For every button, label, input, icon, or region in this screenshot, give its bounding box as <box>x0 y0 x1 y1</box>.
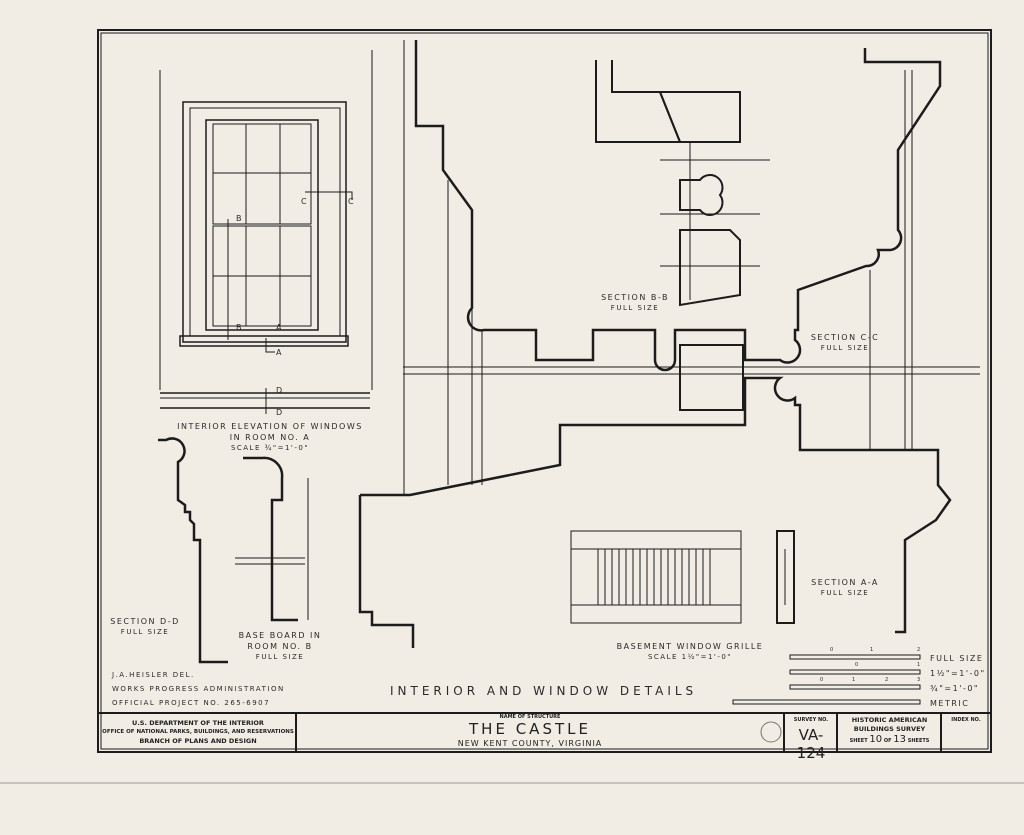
label-title: BASE BOARD IN <box>238 631 322 640</box>
marker-b: B <box>236 323 243 332</box>
basement-grille <box>570 530 795 624</box>
section-aa-label: SECTION A-A FULL SIZE <box>800 577 890 599</box>
structure-name-label: NAME OF STRUCTURE <box>499 714 561 720</box>
credit-line: OFFICIAL PROJECT NO. 265-6907 <box>112 699 271 707</box>
scale-tick: 1 <box>917 662 922 668</box>
scale-label: 1½"=1'-0" <box>930 669 986 678</box>
sheet-total: 13 <box>893 734 907 745</box>
agency-block: U.S. DEPARTMENT OF THE INTERIOR OFFICE O… <box>100 719 296 746</box>
marker-c: C <box>301 197 309 206</box>
label-title: SECTION C-C <box>810 333 880 342</box>
window-elevation-label: INTERIOR ELEVATION OF WINDOWS IN ROOM NO… <box>170 421 370 454</box>
sheet-border <box>97 29 992 753</box>
sheet-no: 10 <box>869 734 883 745</box>
scale-tick: 0 <box>820 677 825 683</box>
grille-label: BASEMENT WINDOW GRILLE SCALE 1½"=1'-0" <box>610 641 770 663</box>
index-no-label: INDEX NO. <box>951 717 981 723</box>
label-title: BASEMENT WINDOW GRILLE <box>616 642 764 651</box>
label-line: IN ROOM NO. A <box>229 433 311 442</box>
label-title: SECTION D-D <box>110 617 180 626</box>
agency-line: BRANCH OF PLANS AND DESIGN <box>139 737 257 745</box>
sheet-title: INTERIOR AND WINDOW DETAILS <box>390 684 698 698</box>
sheet-of: OF <box>883 738 892 744</box>
label-scale: SCALE ¾"=1'-0" <box>230 444 310 452</box>
window-elevation <box>159 50 373 414</box>
sheet-suffix: SHEETS <box>907 738 930 744</box>
section-dd-profile <box>158 437 228 664</box>
label-scale: FULL SIZE <box>820 344 870 352</box>
scale-label: ¾"=1'-0" <box>930 684 980 693</box>
credit-line: WORKS PROGRESS ADMINISTRATION <box>112 685 285 693</box>
section-bb <box>595 60 770 307</box>
label-line: ROOM NO. B <box>247 642 313 651</box>
section-dd-label: SECTION D-D FULL SIZE <box>100 616 190 638</box>
base-board-profile <box>243 456 298 622</box>
structure-location: NEW KENT COUNTY, VIRGINIA <box>457 739 603 748</box>
agency-line: U.S. DEPARTMENT OF THE INTERIOR <box>132 719 264 727</box>
seal-icon <box>760 721 782 743</box>
habs-line: HISTORIC AMERICAN <box>851 716 928 724</box>
scale-tick: 3 <box>917 677 922 683</box>
marker-b: B <box>236 214 243 223</box>
scale-label: FULL SIZE <box>930 654 984 663</box>
label-title: SECTION B-B <box>601 293 669 302</box>
scale-tick: 1 <box>870 647 875 653</box>
scale-tick: 1 <box>852 677 857 683</box>
label-scale: FULL SIZE <box>610 304 660 312</box>
scale-tick: 2 <box>885 677 890 683</box>
label-scale: FULL SIZE <box>120 628 170 636</box>
main-section-profile <box>414 40 942 372</box>
marker-c: C <box>348 197 356 206</box>
marker-d: D <box>276 386 284 395</box>
graphic-scales <box>732 654 921 705</box>
section-cc-label: SECTION C-C FULL SIZE <box>800 332 890 354</box>
sheet-number: SHEET 10 OF 13 SHEETS <box>838 734 941 747</box>
label-scale: FULL SIZE <box>820 589 870 597</box>
habs-block: HISTORIC AMERICAN BUILDINGS SURVEY SHEET… <box>838 716 941 747</box>
structure-name: THE CASTLE <box>469 720 591 738</box>
section-bb-label: SECTION B-B FULL SIZE <box>590 292 680 314</box>
marker-a: A <box>276 323 283 332</box>
scale-tick: 2 <box>917 647 922 653</box>
survey-no: VA-124 <box>796 726 826 762</box>
credit-line: J.A.HEISLER DEL. <box>112 671 195 679</box>
label-title: SECTION A-A <box>811 578 879 587</box>
base-board-label: BASE BOARD IN ROOM NO. B FULL SIZE <box>225 630 335 663</box>
label-title: INTERIOR ELEVATION OF WINDOWS <box>177 422 363 431</box>
scale-label: METRIC <box>930 699 970 708</box>
marker-a: A <box>276 348 283 357</box>
survey-no-label: SURVEY NO. <box>793 717 829 723</box>
scale-tick: 0 <box>830 647 835 653</box>
sheet-prefix: SHEET <box>849 738 868 744</box>
agency-line: OFFICE OF NATIONAL PARKS, BUILDINGS, AND… <box>102 729 294 735</box>
label-scale: FULL SIZE <box>255 653 305 661</box>
scale-tick: 0 <box>855 662 860 668</box>
habs-line: BUILDINGS SURVEY <box>853 725 926 733</box>
marker-d: D <box>276 408 284 417</box>
label-scale: SCALE 1½"=1'-0" <box>647 653 733 661</box>
